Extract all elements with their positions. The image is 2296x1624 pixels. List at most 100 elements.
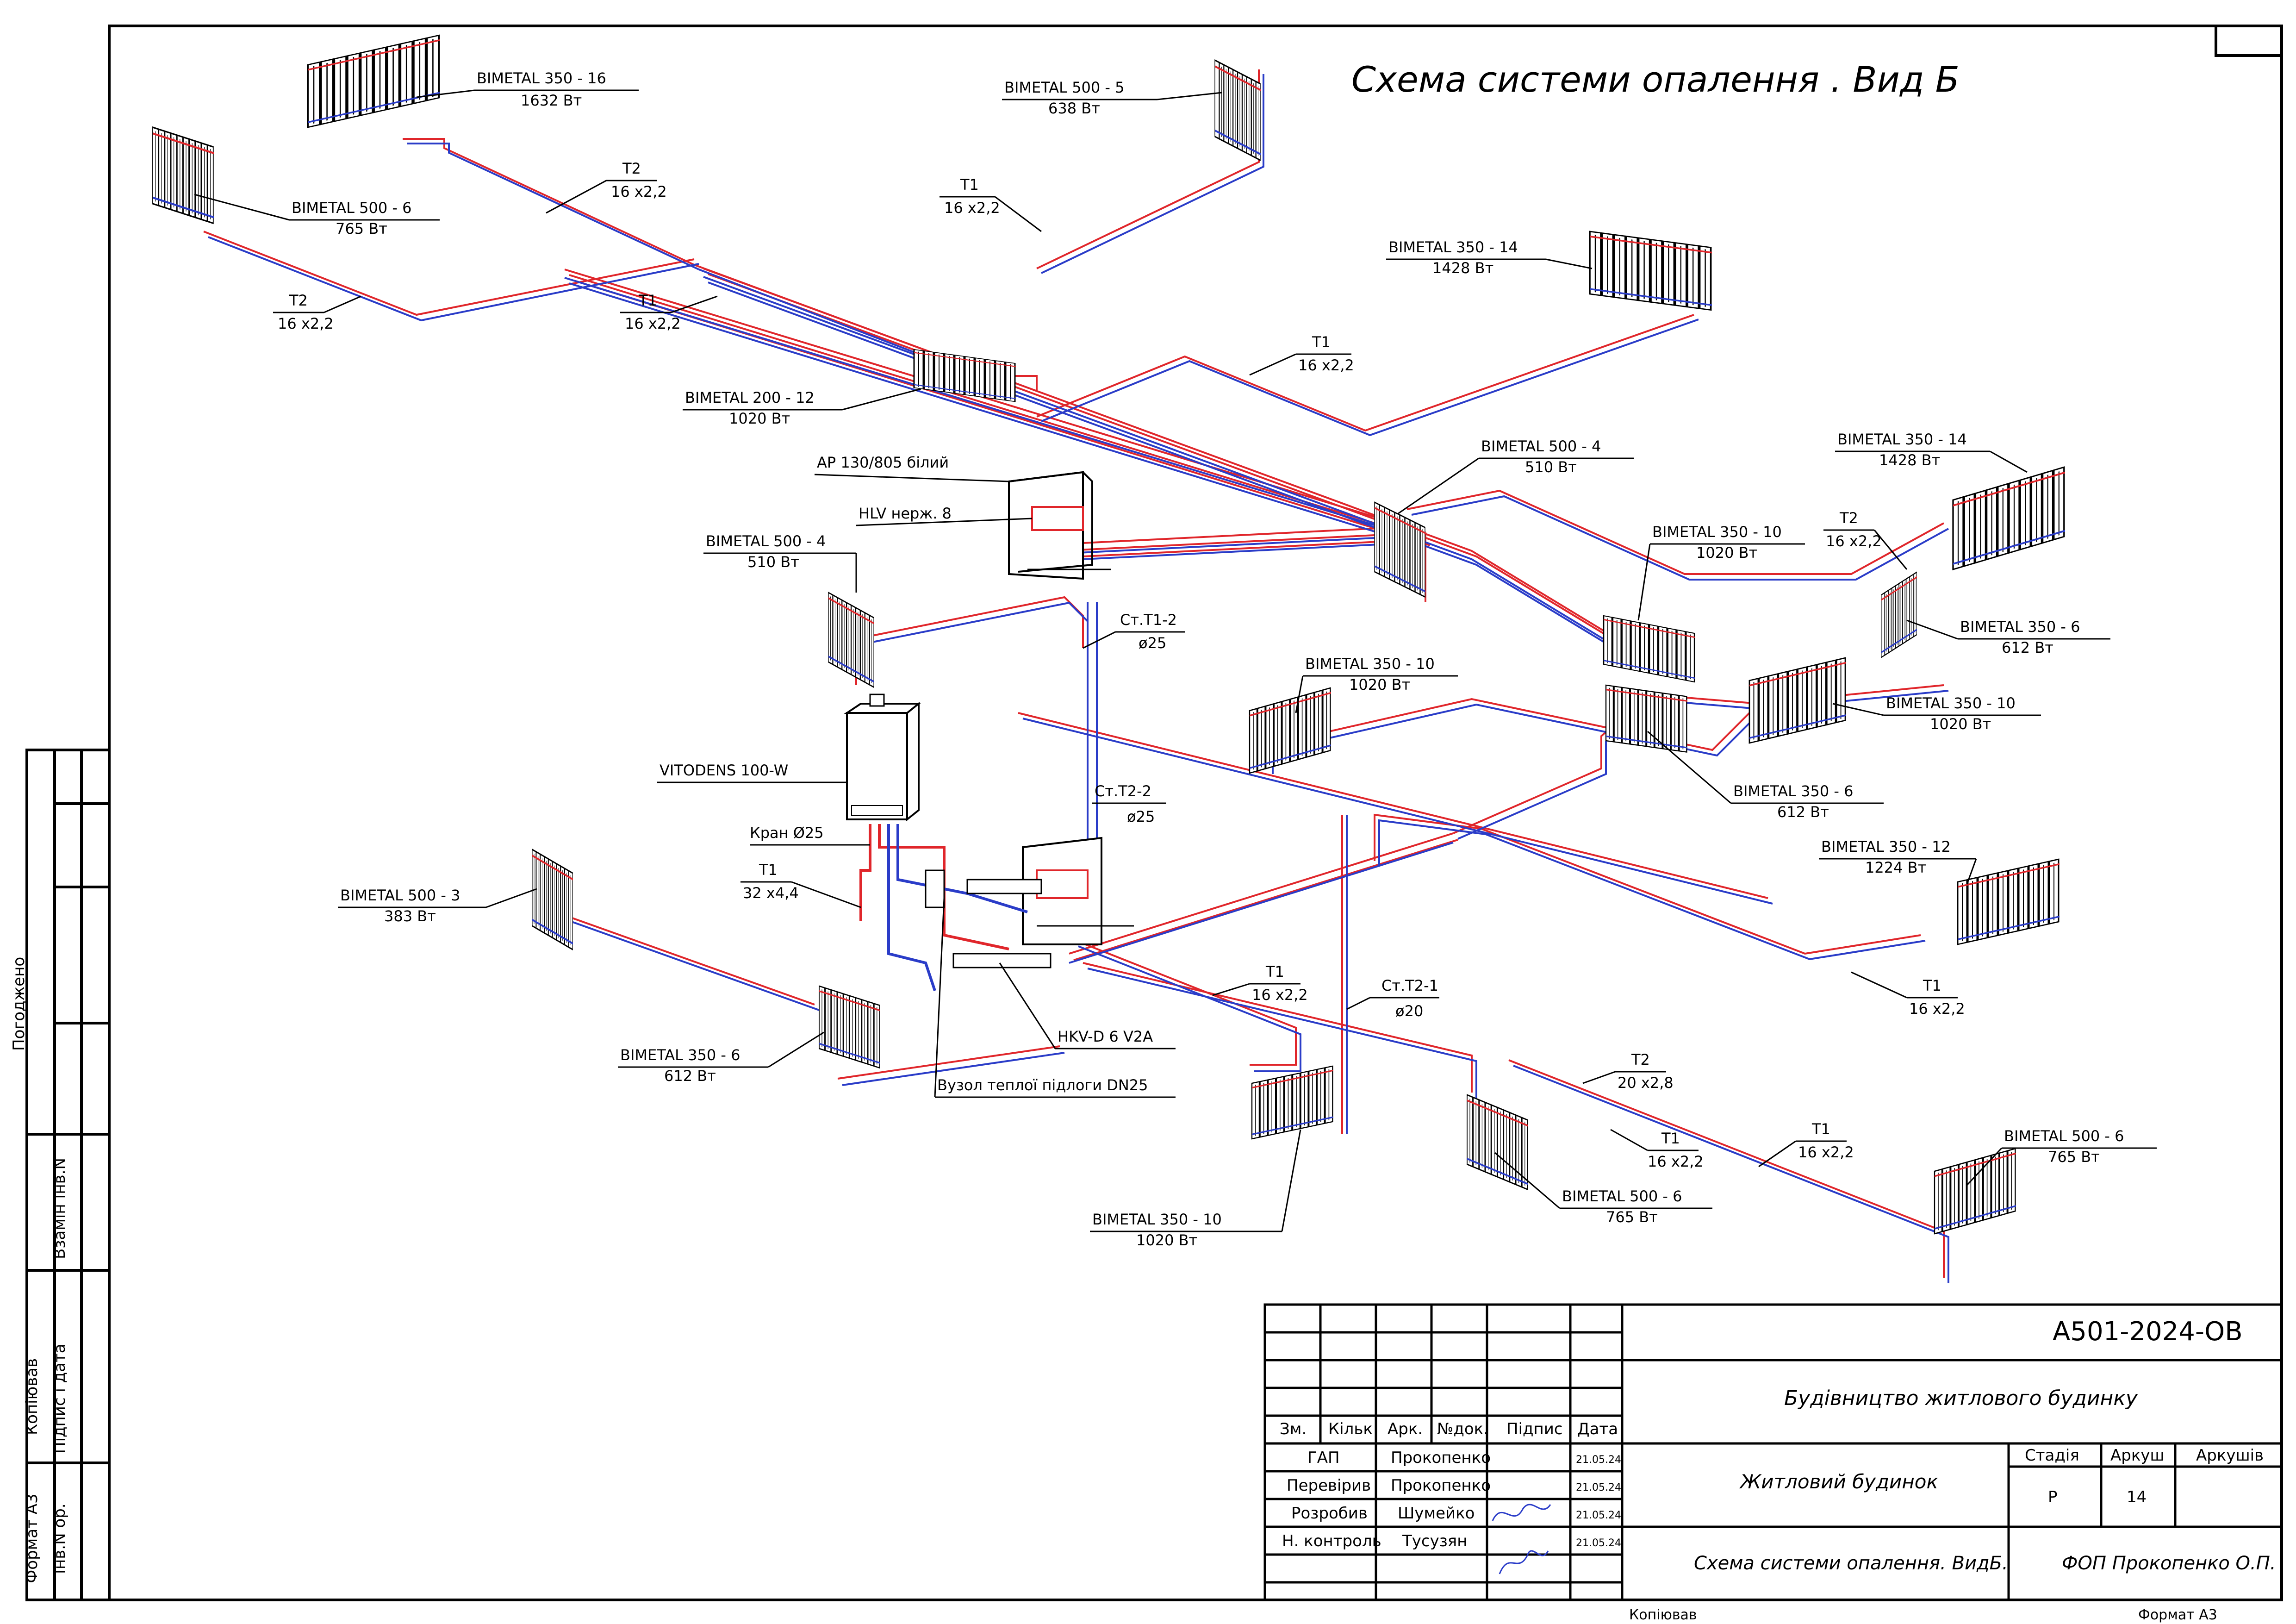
pipe-6-name: Т2 (1839, 509, 1858, 527)
radiator-7-model: BIMETAL 350 - 14 (1837, 431, 1967, 448)
signature-marks (1492, 1504, 1551, 1574)
stamp-stage: Р (2048, 1488, 2058, 1506)
radiator-7-power: 1428 Вт (1879, 451, 1940, 469)
boiler (844, 693, 921, 822)
stamp-stage-label: Стадія (2025, 1446, 2079, 1465)
radiator-1-model: BIMETAL 350 - 16 (477, 69, 606, 87)
radiator-16-model: BIMETAL 350 - 6 (620, 1046, 740, 1064)
stamp-code: А501-2024-ОВ (2053, 1317, 2243, 1347)
radiator-19 (1935, 1149, 2016, 1234)
stamp-company: ФОП Прокопенко О.П. (2062, 1553, 2276, 1574)
stamp-col-doc: №док. (1437, 1420, 1488, 1438)
radiator-19-model: BIMETAL 500 - 6 (2004, 1127, 2124, 1145)
stamp-name-3: Шумейко (1398, 1504, 1475, 1523)
stamp-sheet-label: Аркуш (2110, 1446, 2165, 1465)
radiator-2-model: BIMETAL 500 - 6 (292, 199, 412, 217)
pipe-7-name: Т1 (759, 861, 778, 879)
pipe-10-name: Т2 (1631, 1051, 1650, 1068)
radiator-18-model: BIMETAL 500 - 6 (1562, 1187, 1682, 1205)
riser-labels: Ст.Т1-2 ø25 Ст.Т2-2 ø25 Ст.Т2-1 ø20 (1083, 611, 1439, 1020)
title-block (1263, 1303, 2283, 1601)
pipe-4-size: 16 x2,2 (625, 315, 681, 332)
riser-3-dia: ø20 (1395, 1002, 1423, 1020)
radiator-13-power: 612 Вт (1777, 803, 1829, 821)
radiator-10 (1881, 572, 1917, 657)
pipe-3-size: 16 x2,2 (278, 315, 334, 332)
stamp-name-1: Прокопенко (1391, 1449, 1491, 1467)
side-copied: Копіював (23, 1358, 41, 1435)
pipe-1-name: Т2 (622, 160, 641, 177)
stamp-col-qty: Кільк (1328, 1420, 1373, 1438)
stamp-col-sign: Підпис (1506, 1420, 1563, 1438)
stamp-format: Формат А3 (2138, 1607, 2217, 1623)
radiator-17-power: 1020 Вт (1136, 1231, 1197, 1249)
radiator-17-model: BIMETAL 350 - 10 (1092, 1211, 1222, 1228)
equipment-labels: VITODENS 100-W Кран Ø25 АР 130/805 білий… (657, 454, 1176, 1098)
side-stamp: Погоджено Взамін Інв.N Підпис і дата Інв… (10, 957, 69, 1583)
pipe-7-size: 32 x4,4 (743, 884, 799, 902)
radiator-10-model: BIMETAL 350 - 6 (1960, 618, 2080, 636)
stamp-col-sheet: Арк. (1388, 1420, 1423, 1438)
radiator-11-power: 1020 Вт (1349, 676, 1410, 693)
riser-2-name: Ст.Т2-2 (1095, 782, 1151, 800)
pipe-6-size: 16 x2,2 (1826, 532, 1882, 550)
radiator-16 (819, 986, 880, 1068)
stamp-sheet-title: Схема системи опалення. ВидБ. (1694, 1553, 2008, 1574)
radiator-18 (1467, 1095, 1528, 1190)
radiator-5-model: BIMETAL 200 - 12 (685, 389, 815, 406)
radiator-19-power: 765 Вт (2048, 1148, 2100, 1166)
label-valve: Кран Ø25 (750, 824, 824, 842)
pipe-labels: Т2 16 x2,2 Т1 16 x2,2 Т2 16 x2,2 Т1 16 x… (273, 160, 1965, 1170)
radiator-11-model: BIMETAL 350 - 10 (1305, 655, 1435, 673)
radiator-9 (828, 593, 874, 687)
radiator-15-model: BIMETAL 500 - 3 (340, 887, 460, 904)
stamp-copied: Копіював (1629, 1607, 1697, 1623)
side-format: Формат А3 (23, 1493, 41, 1583)
side-stamp-inv: Інв.N ор. (50, 1503, 69, 1574)
label-manifold: HLV нерж. 8 (859, 505, 952, 522)
radiator-9-power: 510 Вт (747, 553, 799, 571)
stamp-sheets-label: Аркушів (2196, 1446, 2264, 1465)
radiator-14-model: BIMETAL 350 - 12 (1821, 838, 1951, 856)
pipe-4-name: Т1 (638, 292, 657, 309)
pipe-8-size: 16 x2,2 (1252, 986, 1308, 1004)
stamp-name-4: Тусузян (1402, 1532, 1467, 1550)
pipe-5-size: 16 x2,2 (1298, 356, 1354, 374)
radiator-3-power: 638 Вт (1048, 100, 1100, 117)
stamp-project: Будівництво житлового будинку (1784, 1387, 2138, 1410)
riser-3-name: Ст.Т2-1 (1381, 977, 1438, 994)
stamp-date-3: 21.05.24 (1576, 1510, 1621, 1521)
radiator-15-power: 383 Вт (384, 907, 436, 925)
stamp-role-3: Розробив (1291, 1504, 1368, 1523)
radiator-8-power: 1020 Вт (1696, 544, 1757, 562)
riser-2-dia: ø25 (1127, 808, 1155, 825)
boiler-piping (859, 824, 1052, 991)
radiator-8 (1604, 616, 1695, 682)
radiator-15 (532, 849, 573, 949)
stamp-building: Житловий будинок (1739, 1470, 1938, 1493)
side-stamp-approved: Погоджено (10, 957, 28, 1051)
pipe-1-size: 16 x2,2 (611, 183, 667, 200)
radiator-4-model: BIMETAL 350 - 14 (1388, 238, 1518, 256)
radiator-14-power: 1224 Вт (1865, 859, 1926, 876)
radiator-5-power: 1020 Вт (729, 410, 790, 427)
radiator-12-model: BIMETAL 350 - 10 (1886, 694, 2016, 712)
radiator-13 (1606, 685, 1687, 752)
pipe-8-name: Т1 (1265, 963, 1284, 981)
radiator-7 (1953, 467, 2065, 569)
side-stamp-sign-date: Підпис і дата (50, 1343, 69, 1454)
label-cabinet: АР 130/805 білий (817, 454, 949, 471)
radiator-labels: BIMETAL 350 - 16 1632 Вт BIMETAL 500 - 6… (194, 69, 2157, 1249)
radiator-3-model: BIMETAL 500 - 5 (1004, 79, 1125, 96)
radiator-11 (1250, 688, 1331, 773)
cabinet-upper (1008, 471, 1111, 580)
riser-1-name: Ст.Т1-2 (1120, 611, 1177, 629)
radiator-13-model: BIMETAL 350 - 6 (1733, 782, 1854, 800)
radiator-4 (1590, 231, 1712, 310)
stamp-name-2: Прокопенко (1391, 1476, 1491, 1495)
stamp-col-change: Зм. (1280, 1420, 1307, 1438)
radiator-6-model: BIMETAL 500 - 4 (1481, 437, 1601, 455)
radiator-12 (1749, 658, 1846, 743)
radiator-16-power: 612 Вт (664, 1067, 716, 1085)
